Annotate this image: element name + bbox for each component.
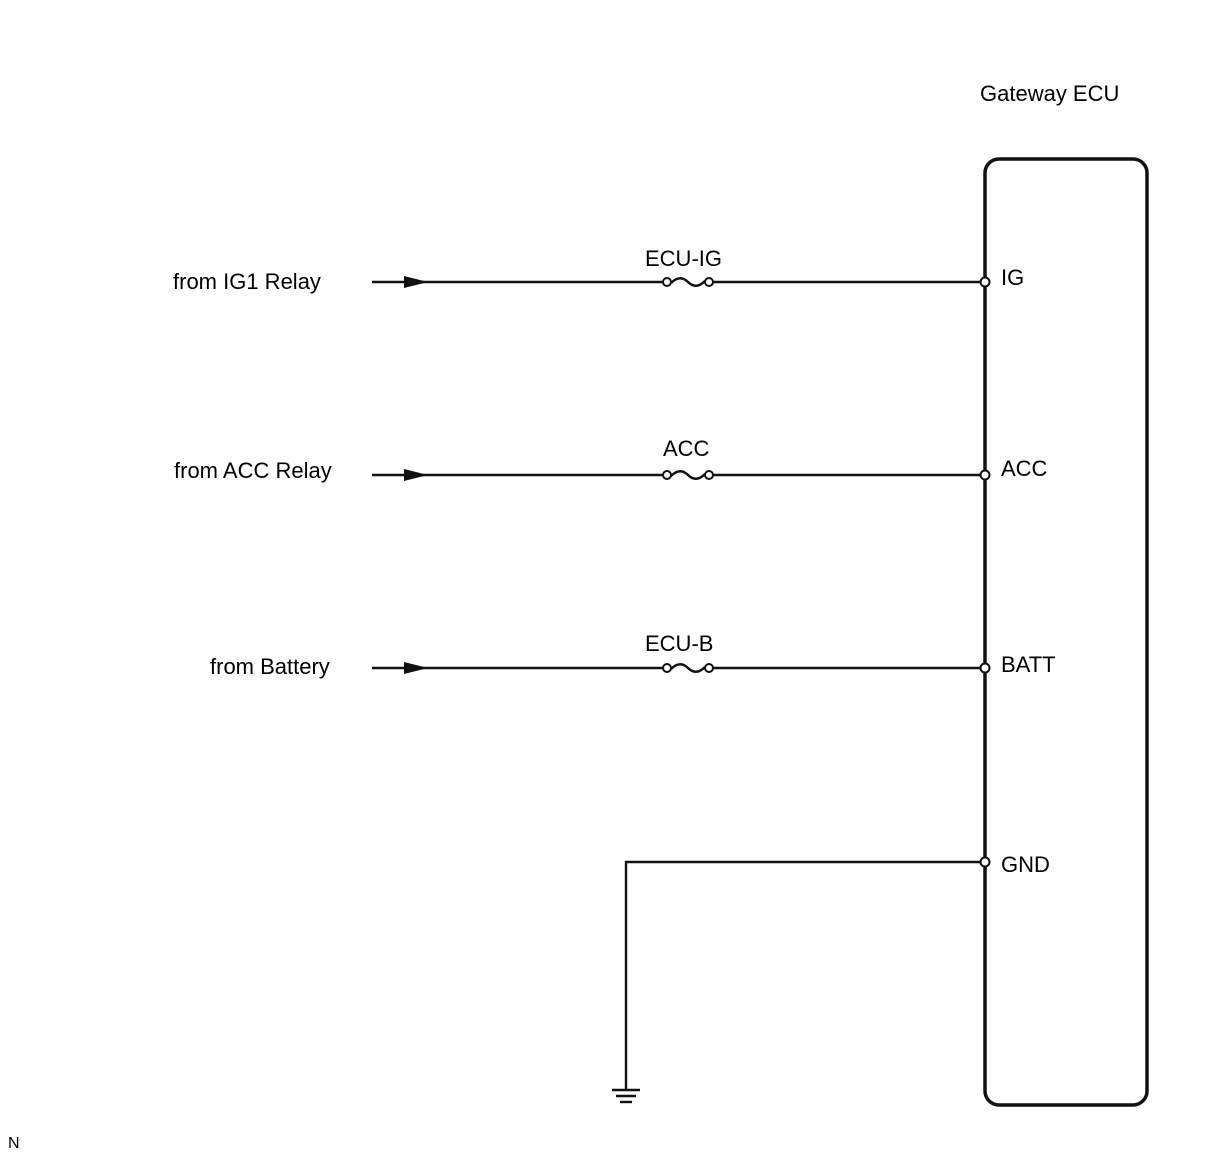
pin-batt bbox=[979, 662, 991, 674]
terminal-label-acc: ACC bbox=[1001, 456, 1048, 481]
source-label-acc-relay: from ACC Relay bbox=[174, 458, 332, 483]
fuse-terminal-left bbox=[662, 470, 672, 480]
arrow-batt-icon bbox=[404, 662, 428, 674]
pin-gnd bbox=[979, 856, 991, 868]
arrow-acc-icon bbox=[404, 469, 428, 481]
terminal-label-batt: BATT bbox=[1001, 652, 1056, 677]
fuse-ecu-ig-icon bbox=[670, 277, 706, 287]
fuse-terminal-left bbox=[662, 277, 672, 287]
terminal-label-ig: IG bbox=[1001, 265, 1024, 290]
fuse-terminal-right bbox=[704, 470, 714, 480]
pin-acc bbox=[979, 469, 991, 481]
terminal-label-gnd: GND bbox=[1001, 852, 1050, 877]
source-label-battery: from Battery bbox=[210, 654, 330, 679]
pin-ig bbox=[979, 276, 991, 288]
fuse-label-ecu-b: ECU-B bbox=[645, 631, 713, 656]
wire-gnd bbox=[624, 860, 981, 1090]
ground-icon bbox=[612, 1088, 640, 1104]
ecu-box bbox=[983, 157, 1149, 1107]
corner-mark: N bbox=[8, 1135, 20, 1152]
fuse-label-ecu-ig: ECU-IG bbox=[645, 246, 722, 271]
fuse-terminal-right bbox=[704, 277, 714, 287]
fuse-label-acc: ACC bbox=[663, 436, 710, 461]
circuit-gnd: GND bbox=[612, 852, 1050, 1104]
source-label-ig1-relay: from IG1 Relay bbox=[173, 269, 321, 294]
fuse-acc-icon bbox=[670, 470, 706, 480]
circuit-acc: from ACC Relay ACC ACC bbox=[174, 436, 1048, 483]
fuse-terminal-right bbox=[704, 663, 714, 673]
circuit-batt: from Battery ECU-B BATT bbox=[210, 631, 1056, 679]
fuse-ecu-b-icon bbox=[670, 663, 706, 673]
arrow-ig-icon bbox=[404, 276, 428, 288]
fuse-terminal-left bbox=[662, 663, 672, 673]
circuit-ig: from IG1 Relay ECU-IG IG bbox=[173, 246, 1024, 294]
ecu-title: Gateway ECU bbox=[980, 81, 1119, 106]
